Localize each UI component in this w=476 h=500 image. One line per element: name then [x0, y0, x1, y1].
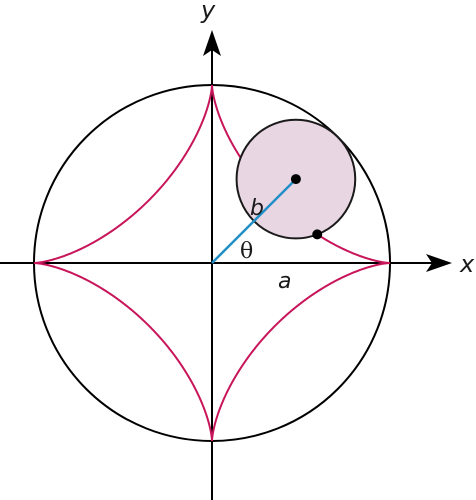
x-axis-label: x [459, 250, 475, 278]
rolling-center-point [290, 174, 301, 185]
y-axis-arrowhead [203, 30, 221, 56]
astroid-curve [34, 85, 390, 441]
x-axis-arrowhead [426, 254, 452, 272]
radius-line [211, 178, 297, 264]
rolling-radius-label: b [250, 196, 264, 221]
tracing-point [312, 229, 323, 240]
outer-radius-label: a [278, 269, 291, 294]
y-axis-label: y [200, 0, 216, 24]
angle-label: θ [240, 239, 253, 264]
